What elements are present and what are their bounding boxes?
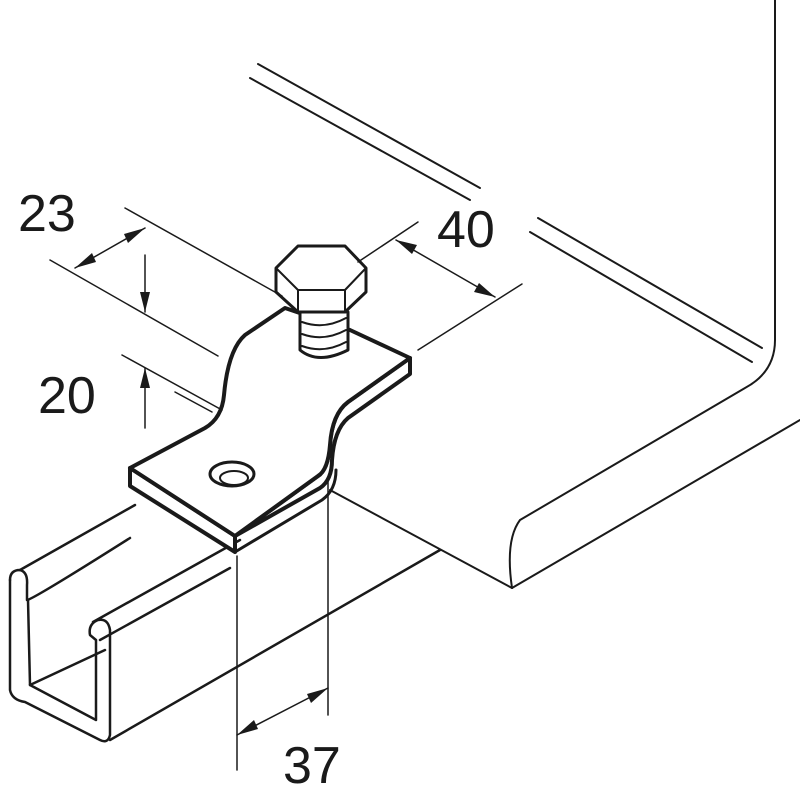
dimension-label-23: 23	[18, 185, 76, 243]
clamp-plate	[128, 306, 412, 554]
dimension-label-20: 20	[38, 367, 96, 425]
dimension-label-40: 40	[437, 201, 495, 259]
bolt	[274, 244, 368, 359]
channel-strut	[8, 503, 442, 743]
dimension-label-37: 37	[283, 737, 341, 795]
dimension-arrowheads	[75, 228, 495, 735]
beam-flange	[249, 0, 800, 589]
